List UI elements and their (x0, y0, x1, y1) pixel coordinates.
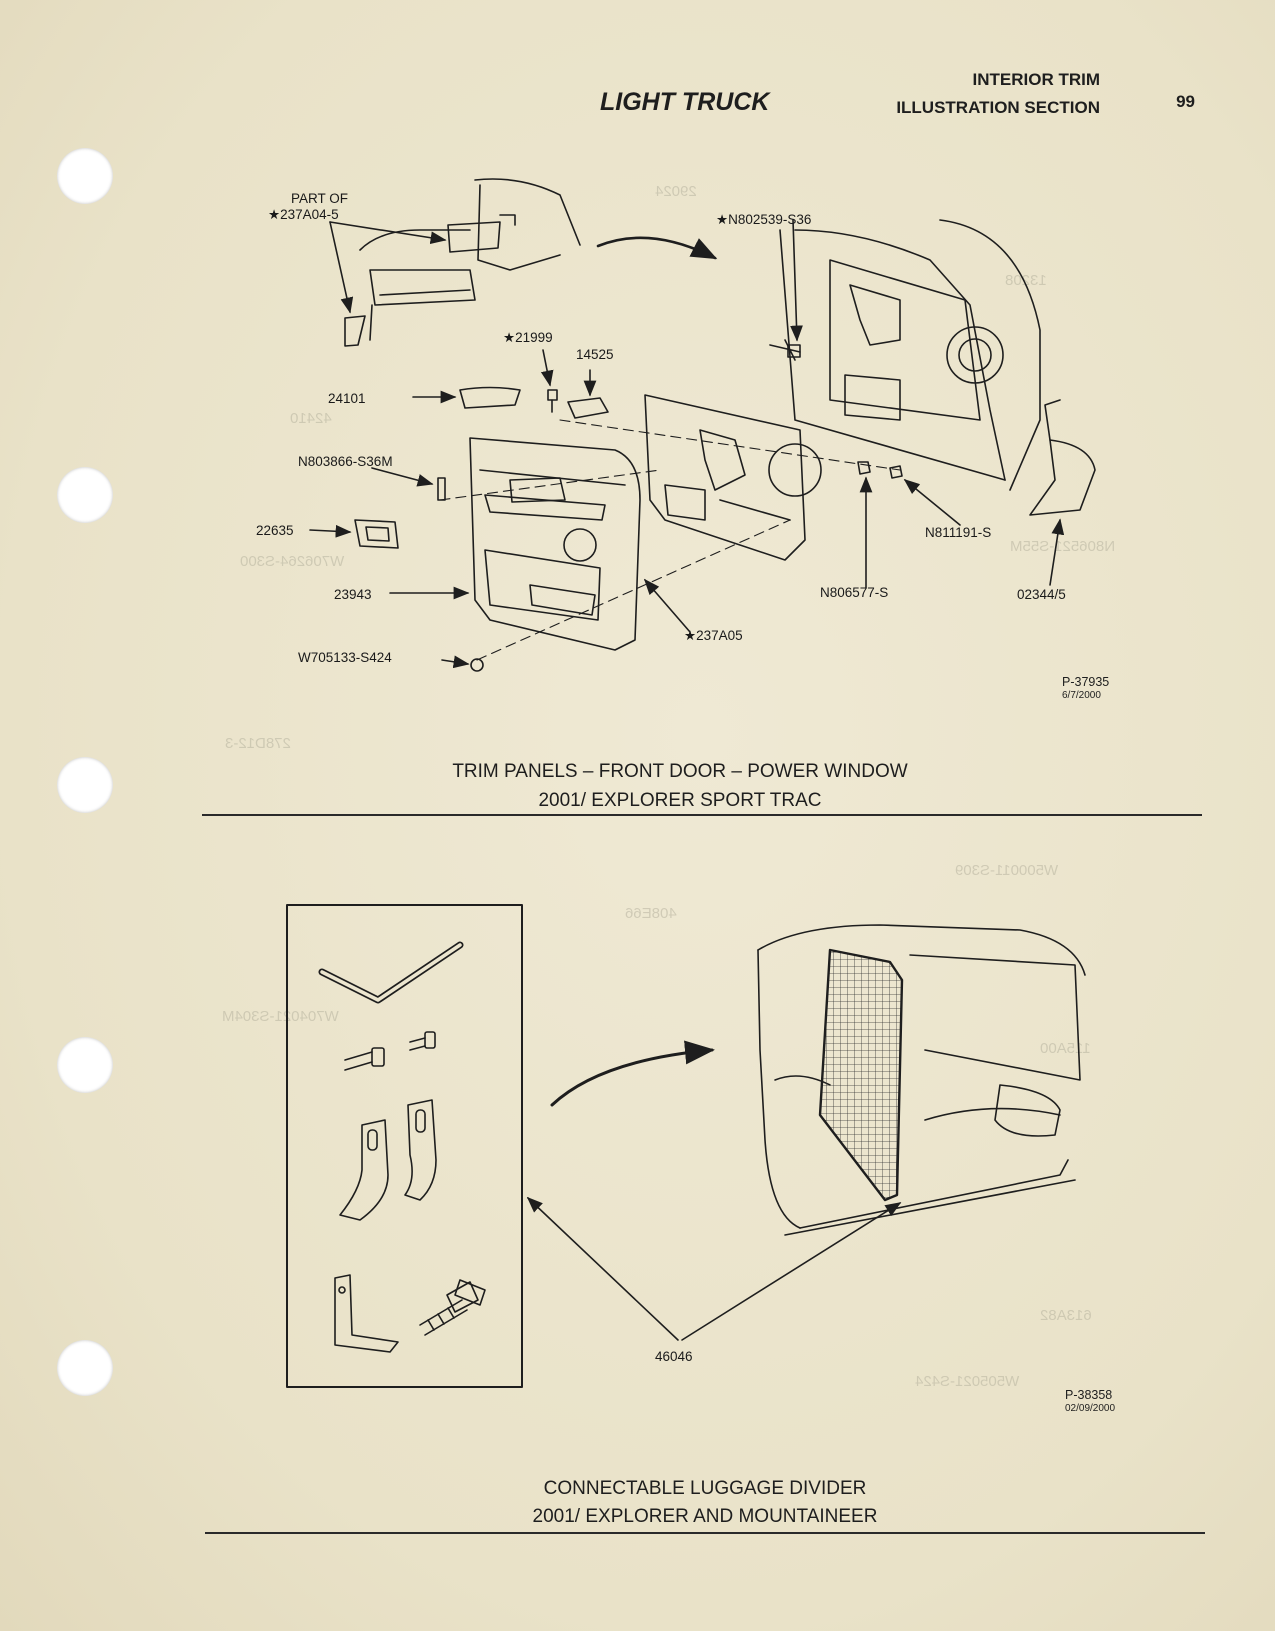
label-n806577-s: N806577-S (820, 585, 889, 600)
part-24101-shape (459, 386, 521, 409)
part-02344-shape (1029, 439, 1096, 516)
section-title-line2: ILLUSTRATION SECTION (896, 98, 1100, 117)
door-frame (769, 219, 1041, 491)
figure1-caption-line2: 2001/ EXPLORER SPORT TRAC (538, 790, 822, 811)
figure1-ref: P-37935 6/7/2000 (1062, 676, 1109, 702)
label-22635: 22635 (256, 523, 294, 538)
part-n811191-shape (889, 465, 903, 479)
binder-hole (57, 467, 113, 523)
hardware-kit-box (286, 904, 523, 1388)
label-n802539-s36: ★N802539-S36 (716, 212, 812, 227)
page-number: 99 (1176, 92, 1195, 111)
door-trim-panel (469, 437, 641, 651)
label-24101: 24101 (328, 391, 366, 406)
label-02344-5: 02344/5 (1017, 587, 1066, 602)
part-21999-shape (547, 389, 558, 413)
figure1-divider (202, 814, 1202, 816)
hardware-kit-parts (318, 941, 486, 1353)
label-237a05: ★237A05 (684, 628, 743, 643)
label-14525: 14525 (576, 347, 614, 362)
figure2-divider (205, 1532, 1205, 1534)
cargo-area (757, 924, 1086, 1236)
part-14525-shape (567, 397, 609, 419)
part-n803866-shape (437, 477, 446, 501)
label-237a04-5: ★237A04-5 (268, 207, 339, 222)
binder-hole (57, 757, 113, 813)
label-n811191-s: N811191-S (925, 525, 992, 540)
luggage-divider-mesh (818, 948, 904, 1202)
figure1-ref-number: P-37935 (1062, 675, 1110, 689)
label-n803866-s36m: N803866-S36M (298, 454, 393, 469)
figure2-ref: P-38358 02/09/2000 (1065, 1389, 1115, 1415)
label-23943: 23943 (334, 587, 372, 602)
label-part-of: PART OF (291, 191, 349, 206)
figure2-ref-number: P-38358 (1065, 1388, 1113, 1402)
part-22635-shape (354, 519, 399, 549)
figure2-ref-date: 02/09/2000 (1065, 1403, 1116, 1414)
section-title: INTERIOR TRIM ILLUSTRATION SECTION (896, 66, 1100, 122)
binder-hole (57, 148, 113, 204)
door-opening-inset (344, 178, 581, 347)
figure1-caption-line1: TRIM PANELS – FRONT DOOR – POWER WINDOW (452, 761, 908, 782)
label-w705133-s424: W705133-S424 (298, 650, 392, 665)
figure1-ref-date: 6/7/2000 (1062, 690, 1101, 701)
section-title-line1: INTERIOR TRIM (972, 70, 1101, 89)
label-46046: 46046 (655, 1349, 693, 1364)
binder-hole (57, 1340, 113, 1396)
figure2-caption-line1: CONNECTABLE LUGGAGE DIVIDER (543, 1478, 867, 1499)
binder-hole (57, 1037, 113, 1093)
page-title: LIGHT TRUCK (600, 88, 770, 116)
door-trim-backing (644, 394, 822, 561)
part-w705133-shape (470, 658, 484, 672)
part-n806577-shape (857, 461, 871, 475)
label-21999: ★21999 (503, 330, 553, 345)
figure2-caption-line2: 2001/ EXPLORER AND MOUNTAINEER (532, 1506, 878, 1527)
